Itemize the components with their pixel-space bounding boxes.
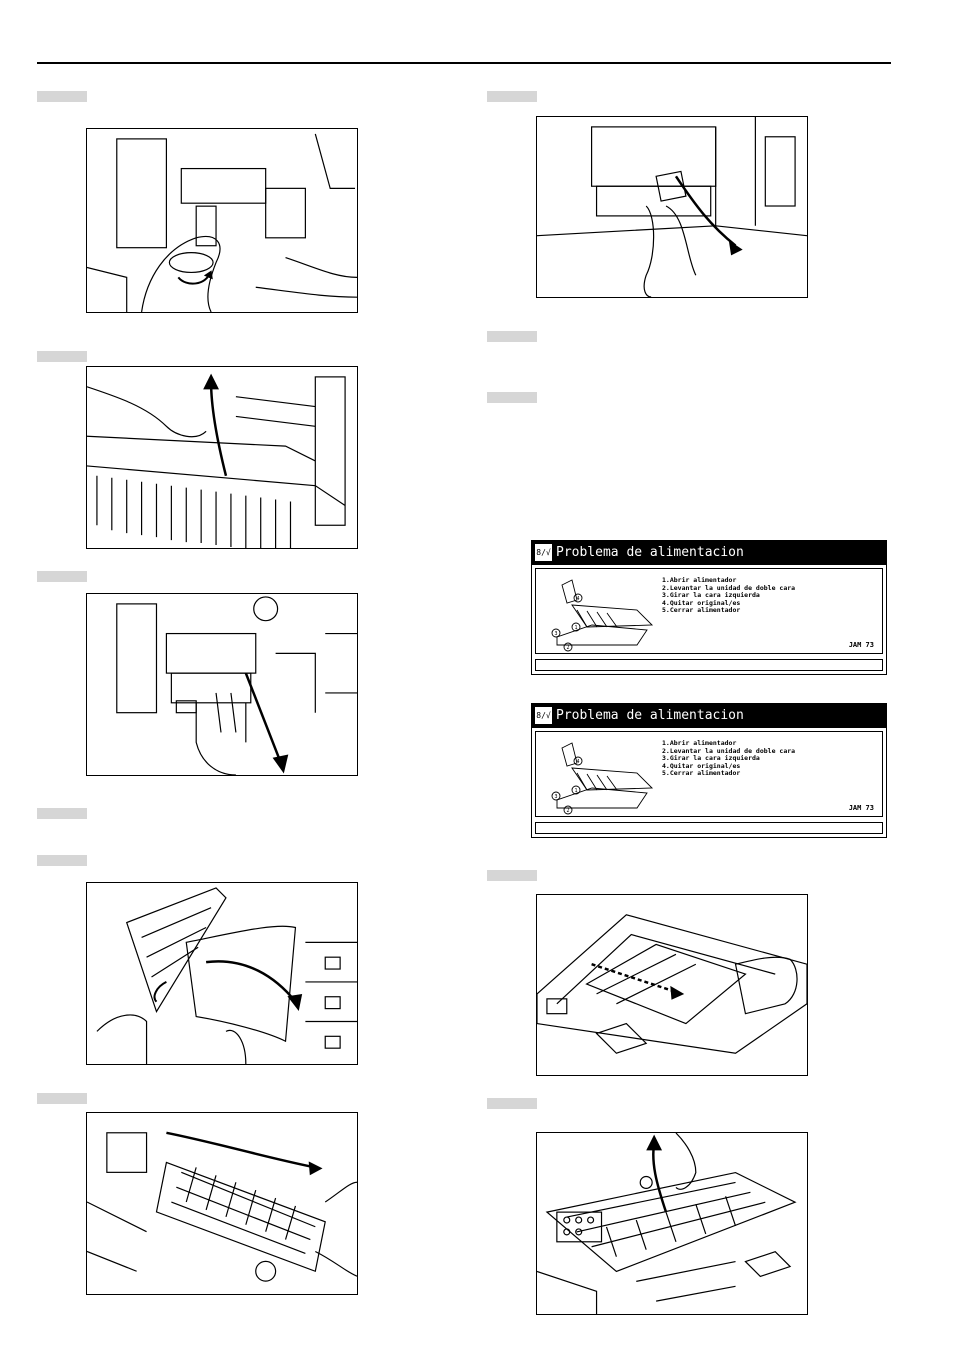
jam-icon: 8∕√ bbox=[535, 544, 552, 561]
instruction-step: 5.Cerrar alimentador bbox=[662, 606, 741, 615]
screen-body: 4 1 3 2 1.Abrir alimentador 2.Levantar l… bbox=[535, 731, 883, 817]
instruction-step: 4.Quitar original/es bbox=[662, 761, 741, 770]
instruction-step: 3.Girar la cara izquierda bbox=[662, 591, 760, 600]
lift-cover-illustration bbox=[536, 1132, 808, 1315]
screen-title-bar: 8∕√ Problema de alimentacion bbox=[532, 704, 886, 728]
remove-paper-illustration bbox=[86, 882, 358, 1065]
callout-4: 4 bbox=[576, 596, 579, 602]
instruction-step: 5.Cerrar alimentador bbox=[662, 769, 741, 778]
step-marker bbox=[487, 331, 537, 342]
step-marker bbox=[37, 808, 87, 819]
step-marker bbox=[37, 351, 87, 362]
step-marker bbox=[487, 1098, 537, 1109]
callout-3: 3 bbox=[554, 631, 557, 637]
jam-code: JAM 73 bbox=[848, 804, 874, 812]
step-marker bbox=[487, 392, 537, 403]
lift-guide-illustration bbox=[86, 366, 358, 549]
screen-status-bar bbox=[535, 659, 883, 671]
jam-code: JAM 73 bbox=[848, 641, 874, 649]
instruction-list: 1.Abrir alimentador 2.Levantar la unidad… bbox=[662, 739, 796, 778]
feeder-diagram: 4 1 3 2 bbox=[551, 742, 654, 815]
instruction-step: 1.Abrir alimentador bbox=[662, 576, 737, 584]
instruction-step: 2.Levantar la unidad de doble cara bbox=[662, 583, 796, 592]
slide-tray-illustration bbox=[86, 1112, 358, 1295]
screen-title-bar: 8∕√ Problema de alimentacion bbox=[532, 541, 886, 565]
touch-panel-screen: 8∕√ Problema de alimentacion 4 1 3 2 bbox=[531, 703, 887, 838]
callout-1: 1 bbox=[574, 788, 577, 794]
step-marker bbox=[487, 91, 537, 102]
instruction-step: 4.Quitar original/es bbox=[662, 598, 741, 607]
instruction-step: 2.Levantar la unidad de doble cara bbox=[662, 746, 796, 755]
knob-turn-illustration bbox=[86, 128, 358, 313]
touch-panel-screen: 8∕√ Problema de alimentacion 4 1 3 2 bbox=[531, 540, 887, 675]
step-marker bbox=[37, 91, 87, 102]
callout-3: 3 bbox=[554, 794, 557, 800]
header-rule bbox=[37, 62, 891, 64]
instruction-list: 1.Abrir alimentador 2.Levantar la unidad… bbox=[662, 576, 796, 615]
pull-paper-illustration bbox=[536, 116, 808, 298]
instruction-step: 1.Abrir alimentador bbox=[662, 739, 737, 747]
step-marker bbox=[37, 855, 87, 866]
screen-title: Problema de alimentacion bbox=[556, 708, 744, 723]
instruction-step: 3.Girar la cara izquierda bbox=[662, 754, 760, 763]
step-marker bbox=[37, 571, 87, 582]
callout-2: 2 bbox=[566, 645, 569, 651]
step-marker bbox=[487, 870, 537, 881]
feeder-diagram: 4 1 3 2 bbox=[551, 579, 654, 652]
step-marker bbox=[37, 1093, 87, 1104]
screen-body: 4 1 3 2 1.Abrir alimentador 2.Levantar l… bbox=[535, 568, 883, 654]
open-feeder-illustration bbox=[536, 894, 808, 1076]
screen-status-bar bbox=[535, 822, 883, 834]
callout-1: 1 bbox=[574, 625, 577, 631]
jam-icon: 8∕√ bbox=[535, 707, 552, 724]
callout-4: 4 bbox=[576, 759, 579, 765]
screen-title: Problema de alimentacion bbox=[556, 545, 744, 560]
pull-unit-illustration bbox=[86, 593, 358, 776]
callout-2: 2 bbox=[566, 808, 569, 814]
